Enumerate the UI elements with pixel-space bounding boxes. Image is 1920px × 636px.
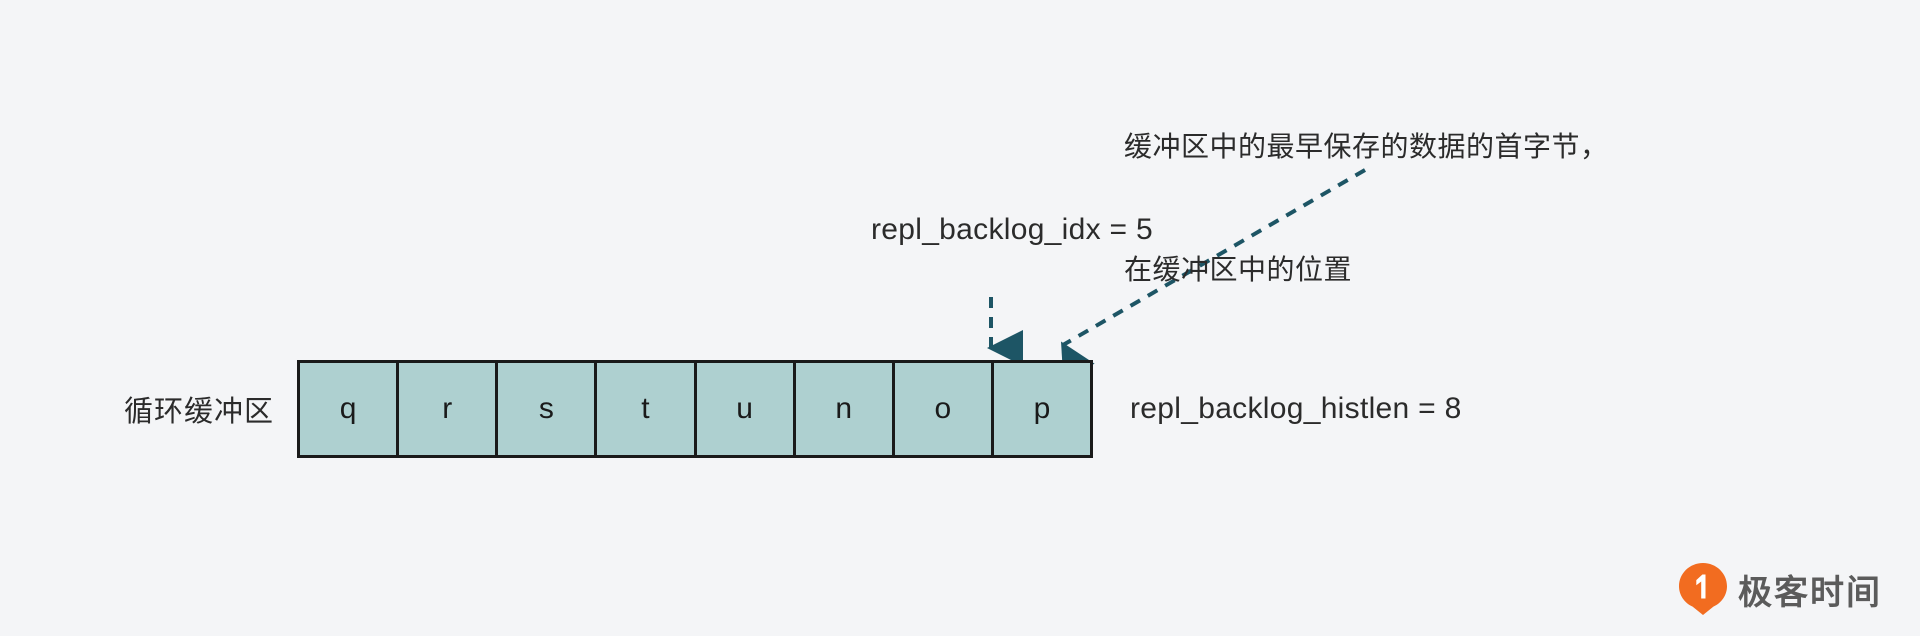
annotation-line-1: 缓冲区中的最早保存的数据的首字节， <box>1124 131 1609 162</box>
buffer-cell-value: t <box>641 392 650 425</box>
buffer-cell-value: n <box>835 392 853 425</box>
repl-backlog-idx-label: repl_backlog_idx = 5 <box>870 213 1153 246</box>
buffer-cell: o <box>894 363 994 455</box>
buffer-cell-value: s <box>538 392 554 425</box>
buffer-cell-value: r <box>442 392 453 425</box>
buffer-cell: n <box>795 363 895 455</box>
buffer-cell: t <box>597 363 697 455</box>
buffer-name-label: 循环缓冲区 <box>123 396 274 428</box>
buffer-cell: p <box>993 363 1090 455</box>
buffer-cell: s <box>498 363 598 455</box>
geekbang-logo-icon <box>1679 563 1727 615</box>
annotation-callout: 缓冲区中的最早保存的数据的首字节， 在缓冲区中的位置 <box>1124 44 1744 372</box>
buffer-cell-value: u <box>736 392 753 425</box>
buffer-cell: u <box>696 363 796 455</box>
buffer-cell: r <box>399 363 499 455</box>
circular-buffer: q r s t u n o p <box>297 360 1093 458</box>
buffer-cell: q <box>300 363 400 455</box>
annotation-line-2: 在缓冲区中的位置 <box>1124 254 1353 285</box>
buffer-cell-value: o <box>934 392 952 425</box>
watermark-text: 极客时间 <box>1738 573 1882 612</box>
watermark: 极客时间 <box>1678 560 1882 618</box>
repl-backlog-histlen-label: repl_backlog_histlen = 8 <box>1130 392 1462 425</box>
buffer-cell-value: p <box>1033 392 1051 425</box>
buffer-cell-value: q <box>339 392 357 425</box>
